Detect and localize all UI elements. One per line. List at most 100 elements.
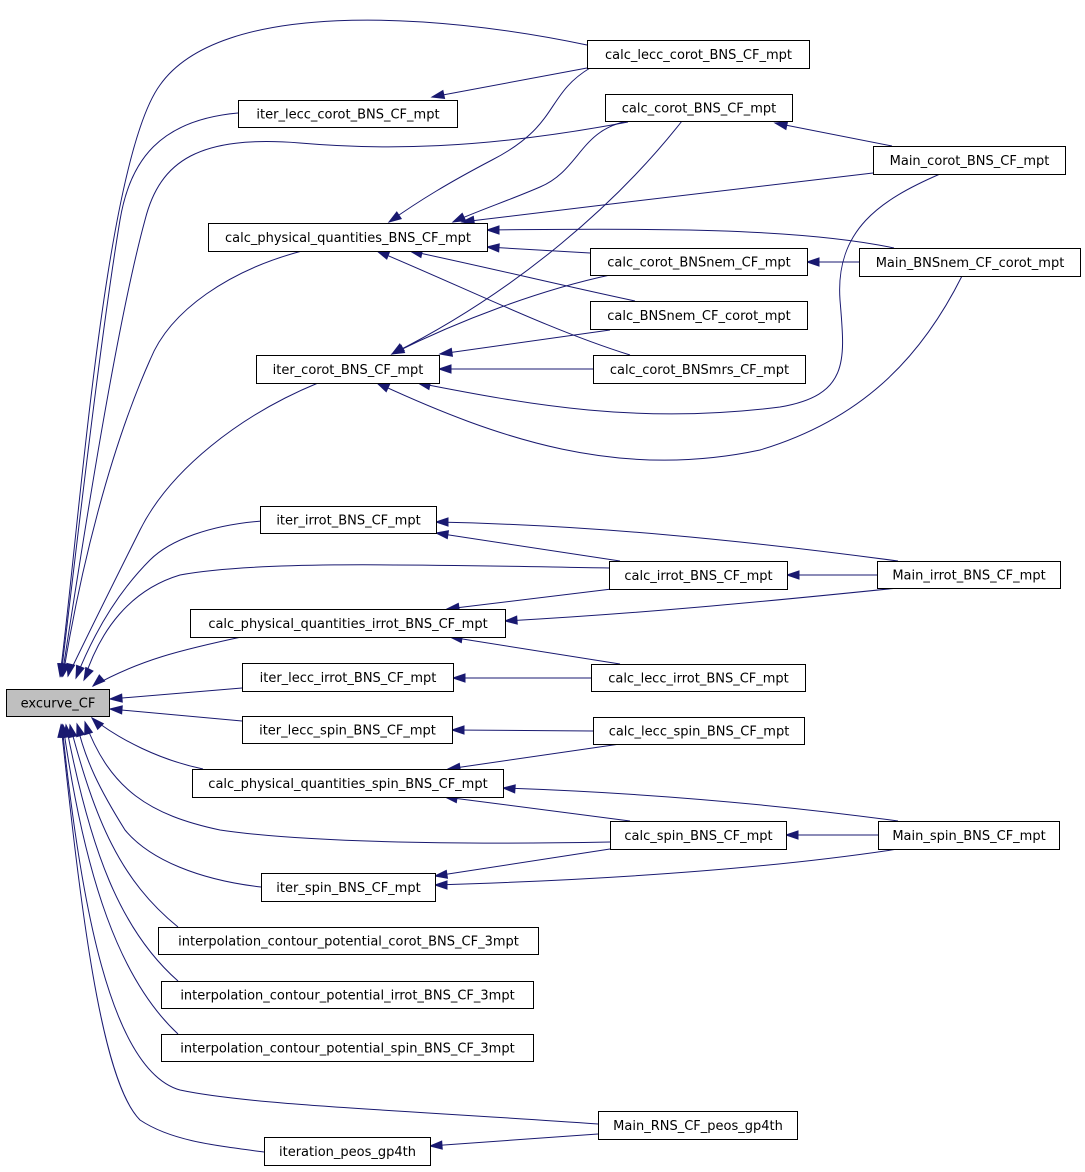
- node-iter-lecc-spin[interactable]: iter_lecc_spin_BNS_CF_mpt: [242, 716, 453, 744]
- node-excurve[interactable]: excurve_CF: [6, 689, 110, 717]
- node-calc-irrot[interactable]: calc_irrot_BNS_CF_mpt: [609, 561, 788, 590]
- node-iteration-peos[interactable]: iteration_peos_gp4th: [264, 1137, 431, 1166]
- node-calc-lecc-corot[interactable]: calc_lecc_corot_BNS_CF_mpt: [587, 40, 810, 69]
- edge-line: [449, 636, 621, 665]
- node-interp-irrot[interactable]: interpolation_contour_potential_irrot_BN…: [161, 981, 534, 1009]
- edge-line: [391, 274, 611, 355]
- call-edge: [805, 257, 859, 267]
- call-edge: [501, 784, 899, 822]
- call-edge: [785, 570, 877, 580]
- node-box: [590, 248, 808, 276]
- edge-line: [504, 587, 899, 622]
- call-edge: [108, 705, 243, 722]
- node-calc-lecc-spin[interactable]: calc_lecc_spin_BNS_CF_mpt: [593, 717, 805, 745]
- call-edge: [433, 848, 899, 890]
- node-label: iter_lecc_irrot_BNS_CF_mpt: [260, 671, 437, 686]
- node-box: [605, 94, 793, 122]
- node-label: calc_lecc_irrot_BNS_CF_mpt: [608, 672, 789, 687]
- arrowhead-icon: [451, 212, 467, 223]
- edge-line: [388, 67, 591, 223]
- call-edge: [450, 725, 594, 735]
- node-calc-spin[interactable]: calc_spin_BNS_CF_mpt: [610, 821, 787, 850]
- node-interp-corot[interactable]: interpolation_contour_potential_corot_BN…: [158, 927, 539, 955]
- edge-line: [435, 521, 899, 562]
- node-calc-lecc-irrot[interactable]: calc_lecc_irrot_BNS_CF_mpt: [591, 664, 806, 692]
- edge-line: [109, 708, 243, 722]
- node-box: [192, 769, 504, 798]
- arrowhead-icon: [84, 720, 94, 736]
- node-iter-spin[interactable]: iter_spin_BNS_CF_mpt: [261, 873, 436, 902]
- node-label: Main_BNSnem_CF_corot_mpt: [876, 256, 1065, 271]
- node-box: [242, 663, 454, 692]
- arrowhead-icon: [485, 243, 500, 253]
- node-box: [256, 355, 440, 384]
- node-calc-phys-irrot[interactable]: calc_physical_quantities_irrot_BNS_CF_mp…: [190, 609, 506, 638]
- arrowhead-icon: [83, 666, 94, 682]
- edge-line: [61, 121, 629, 677]
- node-box: [609, 561, 788, 590]
- call-edge: [434, 517, 899, 562]
- edge-line: [774, 122, 893, 147]
- node-calc-corot[interactable]: calc_corot_BNS_CF_mpt: [605, 94, 793, 122]
- edge-line: [461, 172, 874, 223]
- node-main-spin[interactable]: Main_spin_BNS_CF_mpt: [878, 821, 1060, 850]
- edge-line: [429, 1133, 599, 1147]
- call-edge: [451, 673, 591, 683]
- edge-line: [486, 228, 895, 249]
- node-iter-irrot[interactable]: iter_irrot_BNS_CF_mpt: [260, 506, 437, 534]
- node-label: calc_corot_BNS_CF_mpt: [622, 102, 777, 117]
- arrowhead-icon: [784, 830, 799, 840]
- node-box: [261, 873, 436, 902]
- arrowhead-icon: [66, 662, 76, 678]
- node-interp-spin[interactable]: interpolation_contour_potential_spin_BNS…: [161, 1034, 534, 1062]
- node-iter-lecc-irrot[interactable]: iter_lecc_irrot_BNS_CF_mpt: [242, 663, 454, 692]
- edge-line: [439, 329, 611, 355]
- call-edge: [84, 720, 611, 844]
- call-edge: [75, 520, 263, 680]
- node-label: iter_irrot_BNS_CF_mpt: [276, 514, 420, 529]
- edge-line: [65, 724, 179, 982]
- edge-line: [83, 564, 610, 681]
- call-edge: [485, 243, 591, 254]
- call-edge: [448, 634, 621, 665]
- edge-line: [62, 250, 303, 677]
- call-edge: [773, 121, 893, 147]
- node-label: calc_physical_quantities_spin_BNS_CF_mpt: [208, 777, 487, 792]
- edge-line: [486, 246, 591, 254]
- node-box: [190, 609, 506, 638]
- call-edge: [430, 67, 588, 99]
- node-label: calc_lecc_spin_BNS_CF_mpt: [609, 725, 790, 740]
- edges: [57, 19, 963, 1153]
- node-box: [877, 561, 1061, 589]
- edge-line: [84, 721, 611, 844]
- node-box: [610, 821, 787, 850]
- node-calc-phys-spin[interactable]: calc_physical_quantities_spin_BNS_CF_mpt: [192, 769, 504, 798]
- arrowhead-icon: [430, 89, 446, 99]
- node-label: calc_BNSnem_CF_corot_mpt: [607, 309, 790, 324]
- call-edge: [446, 743, 621, 772]
- arrowhead-icon: [76, 722, 86, 738]
- edge-line: [67, 382, 319, 677]
- arrowhead-icon: [501, 784, 516, 794]
- call-edge: [108, 687, 243, 703]
- edge-line: [75, 520, 263, 679]
- node-main-irrot[interactable]: Main_irrot_BNS_CF_mpt: [877, 561, 1061, 589]
- node-calc-phys-bns[interactable]: calc_physical_quantities_BNS_CF_mpt: [208, 223, 488, 252]
- arrowhead-icon: [503, 615, 518, 625]
- node-iter-lecc-corot[interactable]: iter_lecc_corot_BNS_CF_mpt: [238, 100, 458, 128]
- node-calc-bnsnem-corot[interactable]: calc_BNSnem_CF_corot_mpt: [590, 301, 808, 330]
- call-edge: [428, 1133, 599, 1150]
- arrowhead-icon: [91, 674, 106, 688]
- arrowhead-icon: [387, 211, 403, 223]
- node-box: [242, 716, 453, 744]
- edge-line: [76, 723, 262, 888]
- node-label: iteration_peos_gp4th: [279, 1145, 416, 1160]
- node-calc-corot-bnsnem[interactable]: calc_corot_BNSnem_CF_mpt: [590, 248, 808, 276]
- node-label: calc_physical_quantities_BNS_CF_mpt: [225, 231, 471, 246]
- edge-line: [59, 19, 588, 677]
- node-main-corot[interactable]: Main_corot_BNS_CF_mpt: [873, 146, 1066, 175]
- node-main-bnsnem[interactable]: Main_BNSnem_CF_corot_mpt: [859, 248, 1081, 277]
- node-iter-corot[interactable]: iter_corot_BNS_CF_mpt: [256, 355, 440, 384]
- node-main-rns[interactable]: Main_RNS_CF_peos_gp4th: [598, 1111, 798, 1140]
- node-calc-corot-bnsmrs[interactable]: calc_corot_BNSmrs_CF_mpt: [593, 355, 806, 384]
